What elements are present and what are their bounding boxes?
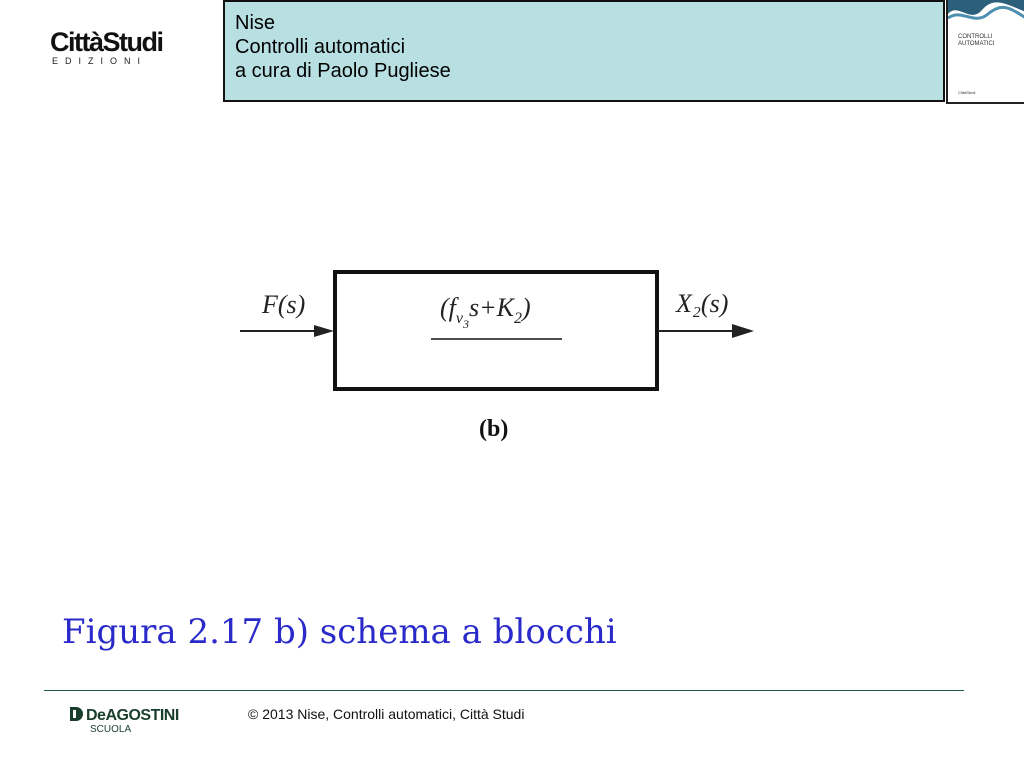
cover-wave-image (948, 0, 1024, 20)
header-author: Nise (235, 12, 276, 34)
output-label: X₂(s) (675, 289, 728, 318)
header-book-title: Controlli automatici (235, 36, 406, 58)
slide-title: Figura 2.17 b) schema a blocchi (62, 612, 617, 652)
cover-publisher: CittàStudi (958, 90, 976, 95)
transfer-function-block (333, 270, 659, 391)
cittastudi-logo: CittàStudi EDIZIONI (50, 27, 164, 68)
figure-letter: (b) (479, 416, 508, 442)
logo-sub-text: EDIZIONI (52, 56, 148, 66)
deagostini-logo: DeAGOSTINI SCUOLA (68, 706, 203, 738)
block-numerator: (fv3s+K2) (440, 293, 531, 331)
header-editor: a cura di Paolo Pugliese (235, 60, 451, 82)
input-label: F(s) (261, 290, 305, 319)
book-cover-thumbnail: CONTROLLI AUTOMATICI CittàStudi (946, 0, 1024, 104)
input-arrow-head (314, 325, 334, 337)
deagostini-sub-text: SCUOLA (90, 724, 132, 735)
logo-brand-text: CittàStudi (50, 27, 164, 57)
footer-copyright: © 2013 Nise, Controlli automatici, Città… (248, 706, 525, 722)
cover-title: CONTROLLI AUTOMATICI (958, 34, 995, 47)
output-arrow-head (732, 324, 754, 338)
deagostini-logo-text: DeAGOSTINI (68, 706, 203, 725)
deagostini-mark-icon (70, 707, 83, 721)
header-box: Nise Controlli automatici a cura di Paol… (223, 0, 945, 102)
footer-divider (44, 690, 964, 691)
